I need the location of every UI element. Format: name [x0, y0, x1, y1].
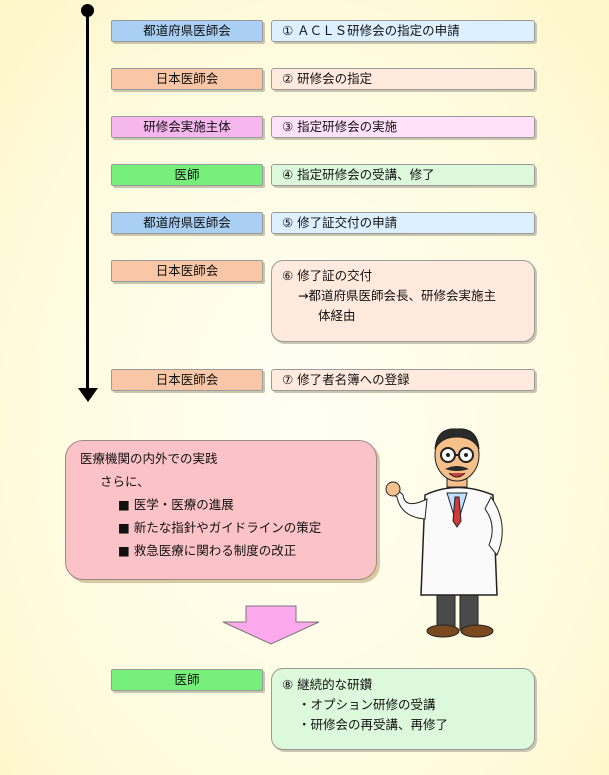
step-6-line-2: 体経由 — [318, 308, 356, 323]
step-8-line-1: ・オプション研修の受講 — [298, 697, 436, 712]
actor-japan-medical-association: 日本医師会 — [111, 260, 263, 282]
actor-doctor: 医師 — [111, 669, 263, 691]
actor-japan-medical-association: 日本医師会 — [111, 369, 263, 391]
practice-bullet: 新たな指針やガイドラインの策定 — [80, 516, 362, 539]
timeline-arrow-icon — [78, 388, 98, 402]
practice-intro: さらに、 — [100, 474, 150, 489]
step-8-title: ⑧ 継続的な研鑽 — [282, 677, 373, 692]
practice-box: 医療機関の内外での実践 さらに、 医学・医療の進展 新たな指針やガイドラインの策… — [65, 440, 377, 580]
step-5: ⑤ 修了証交付の申請 — [271, 212, 535, 234]
actor-doctor: 医師 — [111, 164, 263, 186]
step-8-line-2: ・研修会の再受講、再修了 — [298, 717, 449, 732]
step-6-line-1: →都道府県医師会長、研修会実施主 — [298, 288, 496, 303]
actor-prefectural-medical-association: 都道府県医師会 — [111, 20, 263, 42]
down-arrow-icon — [222, 605, 320, 645]
step-1: ① ＡＣＬＳ研修会の指定の申請 — [271, 20, 535, 42]
actor-japan-medical-association: 日本医師会 — [111, 68, 263, 90]
step-8: ⑧ 継続的な研鑽 ・オプション研修の受講 ・研修会の再受講、再修了 — [271, 668, 535, 750]
actor-prefectural-medical-association: 都道府県医師会 — [111, 212, 263, 234]
step-6: ⑥ 修了証の交付 →都道府県医師会長、研修会実施主 体経由 — [271, 260, 535, 342]
step-7: ⑦ 修了者名簿への登録 — [271, 369, 535, 391]
practice-bullet: 救急医療に関わる制度の改正 — [80, 539, 362, 562]
practice-title: 医療機関の内外での実践 — [80, 451, 218, 466]
step-6-title: ⑥ 修了証の交付 — [282, 268, 373, 283]
step-4: ④ 指定研修会の受講、修了 — [271, 164, 535, 186]
step-3: ③ 指定研修会の実施 — [271, 116, 535, 138]
step-2: ② 研修会の指定 — [271, 68, 535, 90]
timeline-line — [86, 10, 89, 396]
doctor-illustration-icon — [385, 428, 503, 638]
actor-seminar-organizer: 研修会実施主体 — [111, 116, 263, 138]
practice-bullet: 医学・医療の進展 — [80, 493, 362, 516]
